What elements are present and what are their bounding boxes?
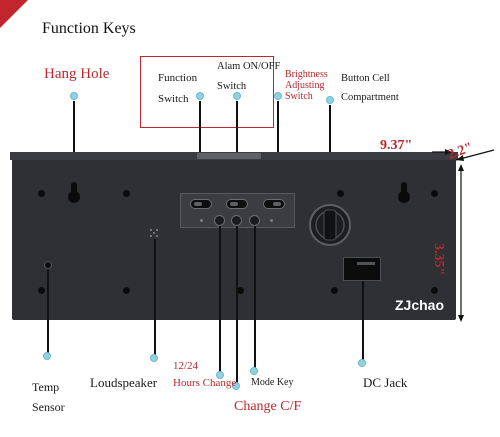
loudspeaker-grille: [150, 229, 158, 237]
dc-jack-mark: [357, 262, 375, 265]
button-cell-label-line2: Compartment: [341, 92, 399, 103]
alarm-switch-label-line2: Switch: [217, 81, 247, 92]
screw-hole: [38, 287, 45, 294]
alarm-switch-leader: [236, 101, 238, 200]
dc-jack-dot: [358, 359, 366, 367]
hang-hole-dot: [70, 92, 78, 100]
hang-hole-right: [398, 182, 410, 203]
brightness-switch-label-line1: Brightness: [285, 69, 328, 80]
brightness-switch-label-line3: Switch: [285, 91, 313, 102]
mode-key-dot: [250, 367, 258, 375]
function-switch-label-line2: Switch: [158, 93, 189, 105]
hours-change-button[interactable]: [214, 215, 225, 226]
brightness-switch-label-line2: Adjusting: [285, 80, 325, 91]
dc-jack-leader: [362, 281, 364, 363]
hours-change-dot: [216, 371, 224, 379]
dc-jack[interactable]: [343, 257, 381, 281]
hang-hole-leader: [73, 101, 75, 184]
temp-sensor-dot: [43, 352, 51, 360]
temp-sensor: [44, 261, 52, 269]
device-body: [12, 160, 456, 320]
change-cf-dot: [232, 382, 240, 390]
mode-key-leader: [254, 226, 256, 371]
hours-change-leader: [219, 226, 221, 374]
function-switch-label: Function Switch: [158, 68, 197, 110]
loudspeaker-leader: [154, 239, 156, 357]
device-top-chip: [197, 153, 261, 159]
button-cell-label: Button Cell Compartment: [341, 69, 399, 107]
button-cell-leader: [329, 105, 331, 193]
brand-watermark: ZJchao: [395, 297, 445, 313]
screw-hole: [431, 287, 438, 294]
brightness-switch-leader: [277, 101, 279, 200]
screw-hole: [337, 190, 344, 197]
corner-mark: [0, 0, 28, 28]
button-cell-compartment[interactable]: [307, 202, 353, 248]
alarm-switch-label-line1: Alam ON/OFF: [217, 61, 281, 72]
screw-hole: [431, 190, 438, 197]
button-cell-dot: [326, 96, 334, 104]
temp-sensor-label: Temp Sensor: [32, 377, 65, 417]
screw-hole: [38, 190, 45, 197]
hang-hole-label: Hang Hole: [44, 66, 110, 82]
page-title: Function Keys: [42, 20, 136, 37]
function-switch-dot: [196, 92, 204, 100]
indicator-dot: [270, 219, 273, 222]
alarm-switch-label: Alam ON/OFF Switch: [217, 57, 280, 97]
temp-sensor-label-line1: Temp: [32, 380, 60, 394]
temp-sensor-leader: [47, 269, 49, 355]
width-dimension: 9.37": [380, 138, 413, 153]
hours-change-label: 12/24 Hours Change: [173, 358, 236, 392]
button-cell-label-line1: Button Cell: [341, 73, 390, 84]
alarm-switch[interactable]: [226, 199, 248, 209]
loudspeaker-label: Loudspeaker: [90, 375, 158, 390]
function-switch-label-line1: Function: [158, 72, 198, 84]
change-cf-button[interactable]: [231, 215, 242, 226]
screw-hole: [123, 190, 130, 197]
change-cf-leader: [236, 226, 238, 386]
screw-hole: [237, 287, 244, 294]
function-switch[interactable]: [190, 199, 212, 209]
indicator-dot: [200, 219, 203, 222]
function-switch-leader: [199, 101, 201, 200]
function-keys-box: [140, 56, 274, 128]
brightness-switch-label: Brightness Adjusting Switch: [285, 69, 328, 102]
brightness-switch-dot: [274, 92, 282, 100]
hours-change-label-line1: 12/24: [173, 360, 199, 372]
mode-key-button[interactable]: [249, 215, 260, 226]
temp-sensor-label-line2: Sensor: [32, 400, 65, 414]
hang-hole-left: [68, 182, 80, 203]
change-cf-label: Change C/F: [234, 399, 302, 414]
loudspeaker-dot: [150, 354, 158, 362]
dc-jack-label: DC Jack: [363, 375, 408, 390]
screw-hole: [331, 287, 338, 294]
brightness-switch[interactable]: [263, 199, 285, 209]
screw-hole: [123, 287, 130, 294]
hours-change-label-line2: Hours Change: [173, 377, 237, 389]
alarm-switch-dot: [233, 92, 241, 100]
mode-key-label: Mode Key: [251, 377, 294, 388]
